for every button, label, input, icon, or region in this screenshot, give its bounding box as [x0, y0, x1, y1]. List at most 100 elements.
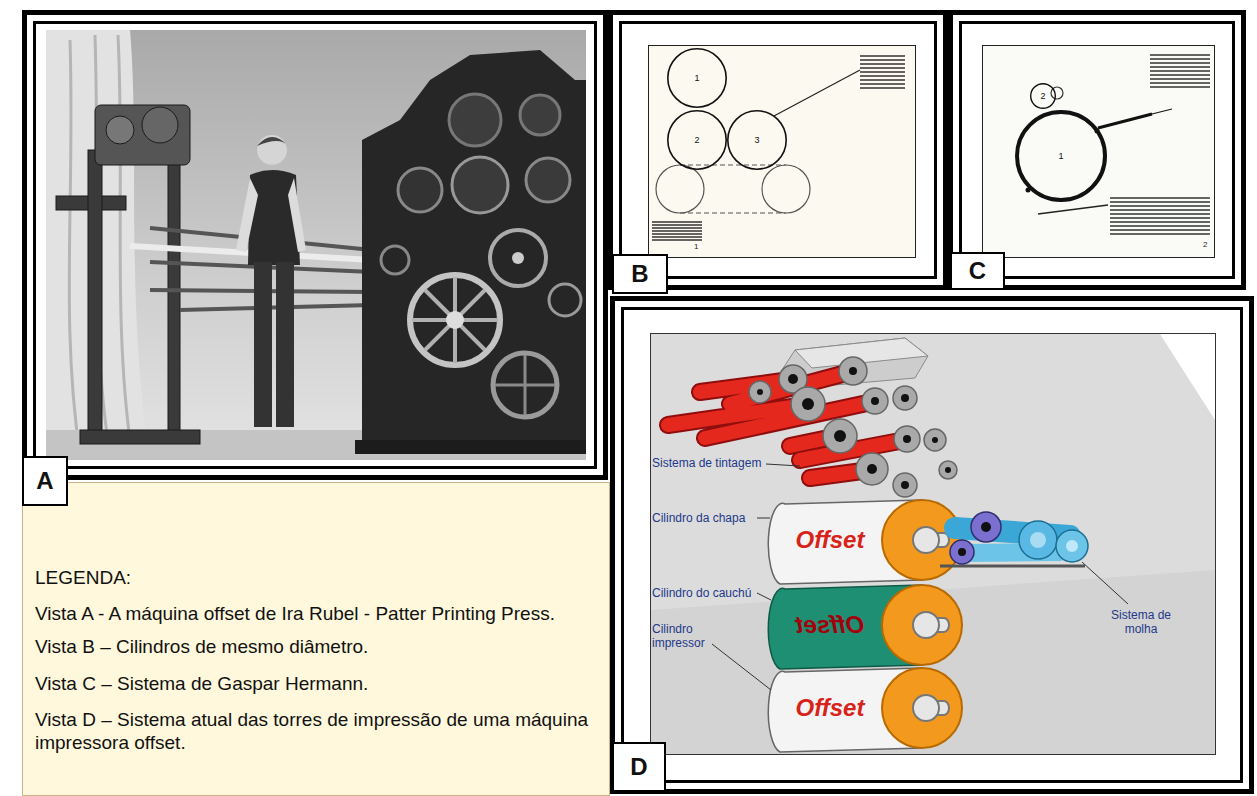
printing-tower [893, 386, 917, 410]
panel-letter: D [630, 755, 647, 779]
cylinder-scheme-c [1098, 114, 1152, 128]
printing-tower [749, 381, 771, 403]
press-photo [142, 107, 178, 143]
press-photo [362, 50, 586, 448]
panel-frame [621, 23, 936, 278]
panel-frame [951, 13, 1244, 288]
press-photo [257, 135, 287, 165]
legend-text: Vista B – Cilindros de mesmo diâmetro. [35, 635, 597, 658]
printing-tower [651, 334, 1215, 754]
cylinder-scheme-b [649, 46, 916, 258]
printing-tower [950, 540, 974, 564]
printing-tower [958, 548, 966, 556]
printing-tower [791, 387, 825, 421]
press-photo [549, 284, 581, 316]
cylinder-scheme-b [649, 46, 916, 258]
printing-tower [981, 522, 991, 532]
cylinder-number: 3 [754, 136, 759, 145]
panel-letter: A [36, 469, 53, 493]
legend-text: Vista C – Sistema de Gaspar Hermann. [35, 672, 597, 695]
cylinder-scheme-c [1038, 205, 1108, 214]
panel-letter: B [631, 262, 648, 286]
press-photo [520, 95, 560, 135]
press-photo [398, 168, 442, 212]
printing-tower [862, 388, 888, 414]
press-photo [254, 262, 272, 427]
press-photo [46, 30, 586, 460]
press-photo [80, 430, 200, 444]
printing-tower [894, 426, 920, 452]
press-photo [236, 178, 306, 252]
printing-tower [757, 367, 951, 489]
press-photo [276, 262, 294, 427]
printing-tower [839, 357, 867, 385]
cylinder-number: 2 [1040, 92, 1045, 101]
leader-line [712, 464, 1128, 690]
cylinder-circle: 2 [1030, 83, 1056, 109]
printing-tower [901, 394, 909, 402]
press-photo [355, 440, 586, 454]
panel-letter-box: A [22, 456, 68, 506]
printing-tower [882, 585, 962, 665]
printing-tower [1066, 540, 1078, 552]
printing-tower [945, 467, 951, 473]
panel-frame [35, 23, 596, 468]
printing-tower [867, 464, 877, 474]
printing-tower [971, 512, 1001, 542]
panel-frame [25, 13, 1252, 792]
printing-tower [651, 334, 1216, 755]
panel-frame [613, 299, 1252, 792]
cylinder-print-text: Offset [796, 613, 865, 637]
panel-frame [25, 13, 606, 478]
cylinder-circle: 3 [727, 110, 787, 170]
part-label: Sistema de tintagem [652, 456, 761, 470]
legend-box: LEGENDA: Vista A - A máquina offset de Ir… [22, 482, 610, 796]
cylinder-scheme-b [656, 165, 704, 213]
printing-tower [882, 500, 962, 580]
printing-tower [882, 668, 962, 748]
panel-letter-box: D [612, 742, 666, 792]
printing-tower [788, 374, 798, 384]
press-photo [512, 252, 524, 264]
printing-tower [932, 437, 938, 443]
part-label: Sistema de molha [1105, 608, 1177, 636]
press-photo [495, 355, 555, 415]
legend-heading: LEGENDA: [35, 566, 597, 589]
printing-tower [903, 435, 911, 443]
circle-outline [668, 49, 726, 107]
printing-tower [913, 695, 939, 721]
press-photo [257, 137, 288, 146]
press-photo [88, 150, 102, 440]
printing-tower [913, 527, 939, 553]
circle-outline [1017, 112, 1105, 200]
cylinder-circle: 2 [667, 110, 727, 170]
part-label: Cilindro da chapa [652, 511, 745, 525]
printing-tower [834, 430, 846, 442]
circle-outline [728, 111, 786, 169]
legend-text: Vista A - A máquina offset de Ira Rubel … [35, 602, 597, 625]
press-photo [526, 158, 570, 202]
part-label: Cilindro do cauchú [652, 586, 751, 600]
circle-outline [1031, 84, 1056, 109]
panel-frame [961, 23, 1234, 278]
cylinder-scheme-c [1152, 109, 1172, 114]
printing-tower [871, 397, 879, 405]
printing-tower [849, 367, 857, 375]
cylinder-scheme-b [652, 222, 702, 240]
press-photo [490, 230, 546, 286]
press-photo [381, 246, 409, 274]
press-photo [410, 275, 500, 365]
cylinder-scheme-c [1150, 55, 1210, 87]
printing-tower [893, 473, 917, 497]
callout-number: 1 [694, 242, 698, 251]
printing-tower [651, 334, 1216, 755]
printing-tower [940, 565, 1085, 568]
press-photo [446, 311, 464, 329]
press-photo [69, 35, 132, 455]
press-photo [452, 157, 508, 213]
circle-outline [668, 111, 726, 169]
cylinder-number: 1 [694, 74, 699, 83]
press-photo [168, 150, 180, 440]
panel-letter: C [969, 259, 986, 283]
